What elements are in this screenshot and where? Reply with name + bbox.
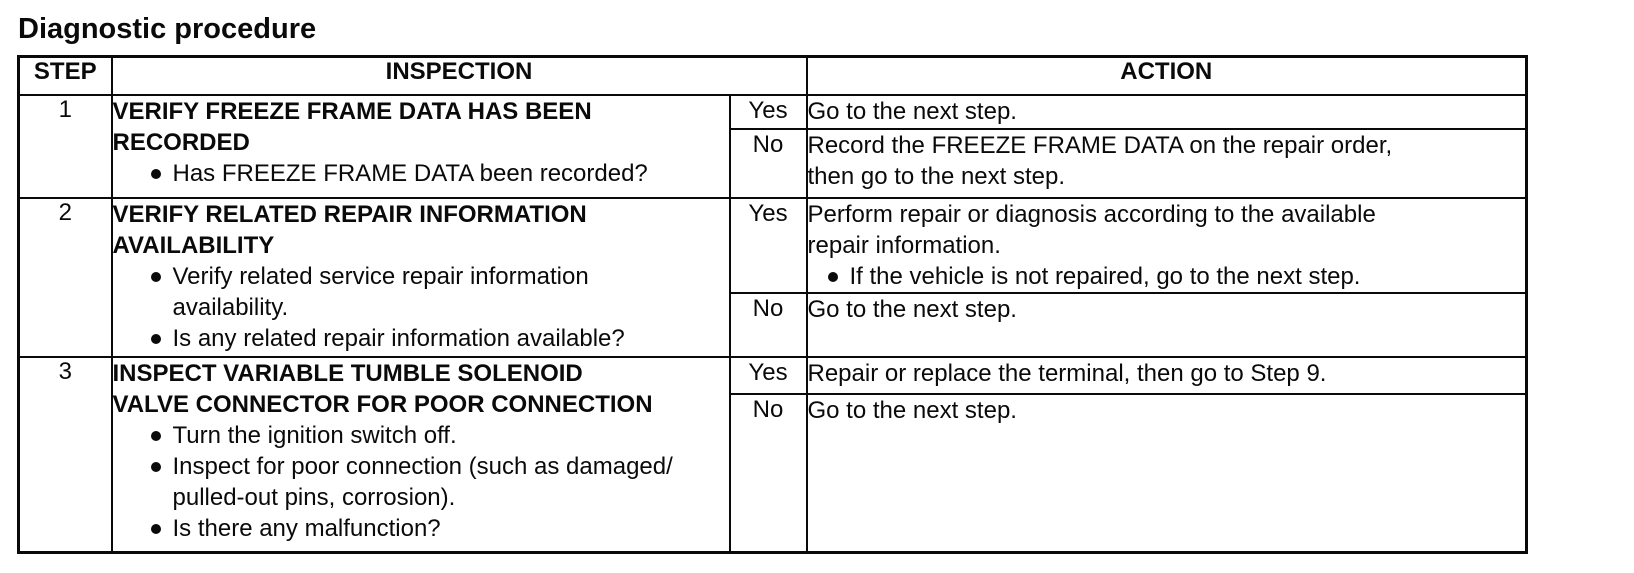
- bullet-item: Has FREEZE FRAME DATA been recorded?: [113, 158, 729, 189]
- answer-cell-no: No: [728, 291, 808, 358]
- action-text: Go to the next step.: [807, 97, 1017, 125]
- bullet-item: Is any related repair information availa…: [113, 323, 729, 354]
- table-row-step-2-yes: 2 VERIFY RELATED REPAIR INFORMATION AVAI…: [17, 196, 1528, 358]
- bullet-text: Turn the ignition switch off.: [172, 421, 457, 449]
- action-text: Perform repair or diagnosis according to…: [807, 200, 1376, 259]
- bullet-text: Is any related repair information availa…: [172, 324, 625, 352]
- step-number: 1: [17, 93, 113, 199]
- table-row-step-3-yes: 3 INSPECT VARIABLE TUMBLE SOLENOID VALVE…: [17, 355, 1528, 554]
- step-number: 3: [17, 355, 113, 554]
- bullet-text: Verify related service repair informatio…: [172, 262, 589, 321]
- answer-cell-no: No: [728, 392, 808, 554]
- action-text: Repair or replace the terminal, then go …: [807, 359, 1327, 387]
- action-cell: Repair or replace the terminal, then go …: [805, 355, 1528, 395]
- inspection-title: INSPECT VARIABLE TUMBLE SOLENOID VALVE C…: [112, 359, 653, 418]
- col-header-action: ACTION: [805, 55, 1528, 96]
- action-text: Go to the next step.: [807, 396, 1017, 424]
- bullet-text: Inspect for poor connection (such as dam…: [172, 452, 673, 511]
- action-cell: Record the FREEZE FRAME DATA on the repa…: [805, 127, 1528, 199]
- bullet-icon: [150, 430, 161, 441]
- bullet-icon: [150, 333, 161, 344]
- bullet-item: Verify related service repair informatio…: [113, 261, 729, 323]
- table-row-step-2-no: No Go to the next step.: [19, 291, 1528, 358]
- page-title: Diagnostic procedure: [18, 13, 317, 45]
- step-number: 2: [17, 196, 113, 358]
- bullet-text: If the vehicle is not repaired, go to th…: [849, 262, 1361, 290]
- inspection-title: VERIFY FREEZE FRAME DATA HAS BEEN RECORD…: [112, 97, 592, 156]
- inspection-cell: VERIFY RELATED REPAIR INFORMATION AVAILA…: [110, 196, 731, 358]
- bullet-item: Is there any malfunction?: [113, 513, 729, 544]
- inspection-cell: INSPECT VARIABLE TUMBLE SOLENOID VALVE C…: [110, 355, 731, 554]
- inspection-bullets: Turn the ignition switch off. Inspect fo…: [113, 420, 729, 544]
- table-row-step-1-yes: 1 VERIFY FREEZE FRAME DATA HAS BEEN RECO…: [17, 93, 1528, 199]
- table-row-step-3-no: No Go to the next step.: [19, 392, 1528, 554]
- inspection-bullets: Has FREEZE FRAME DATA been recorded?: [113, 158, 729, 189]
- diagnostic-procedure-table: STEP INSPECTION ACTION 1 VERIFY FREEZE F…: [17, 55, 1528, 554]
- bullet-text: Has FREEZE FRAME DATA been recorded?: [172, 159, 648, 187]
- action-cell: Perform repair or diagnosis according to…: [805, 196, 1528, 294]
- answer-cell-yes: Yes: [728, 196, 808, 294]
- bullet-icon: [150, 271, 161, 282]
- bullet-text: Is there any malfunction?: [172, 514, 441, 542]
- bullet-item: Inspect for poor connection (such as dam…: [113, 451, 729, 513]
- action-cell: Go to the next step.: [805, 93, 1528, 130]
- col-header-inspection: INSPECTION: [110, 55, 808, 96]
- action-text: Go to the next step.: [807, 295, 1017, 323]
- bullet-icon: [827, 271, 838, 282]
- bullet-item: Turn the ignition switch off.: [113, 420, 729, 451]
- inspection-cell: VERIFY FREEZE FRAME DATA HAS BEEN RECORD…: [110, 93, 731, 199]
- action-text: Record the FREEZE FRAME DATA on the repa…: [807, 131, 1393, 190]
- answer-cell-yes: Yes: [728, 355, 808, 395]
- answer-cell-yes: Yes: [728, 93, 808, 130]
- action-cell: Go to the next step.: [805, 291, 1528, 358]
- answer-cell-no: No: [728, 127, 808, 199]
- action-bullets: If the vehicle is not repaired, go to th…: [808, 261, 1526, 292]
- bullet-icon: [150, 168, 161, 179]
- col-header-step: STEP: [17, 55, 113, 96]
- bullet-icon: [150, 461, 161, 472]
- bullet-item: If the vehicle is not repaired, go to th…: [808, 261, 1526, 292]
- inspection-title: VERIFY RELATED REPAIR INFORMATION AVAILA…: [112, 200, 587, 259]
- action-cell: Go to the next step.: [805, 392, 1528, 554]
- table-row-step-1-no: No Record the FREEZE FRAME DATA on the r…: [19, 127, 1528, 199]
- bullet-icon: [150, 523, 161, 534]
- inspection-bullets: Verify related service repair informatio…: [113, 261, 729, 354]
- header-row: STEP INSPECTION ACTION: [17, 55, 1528, 96]
